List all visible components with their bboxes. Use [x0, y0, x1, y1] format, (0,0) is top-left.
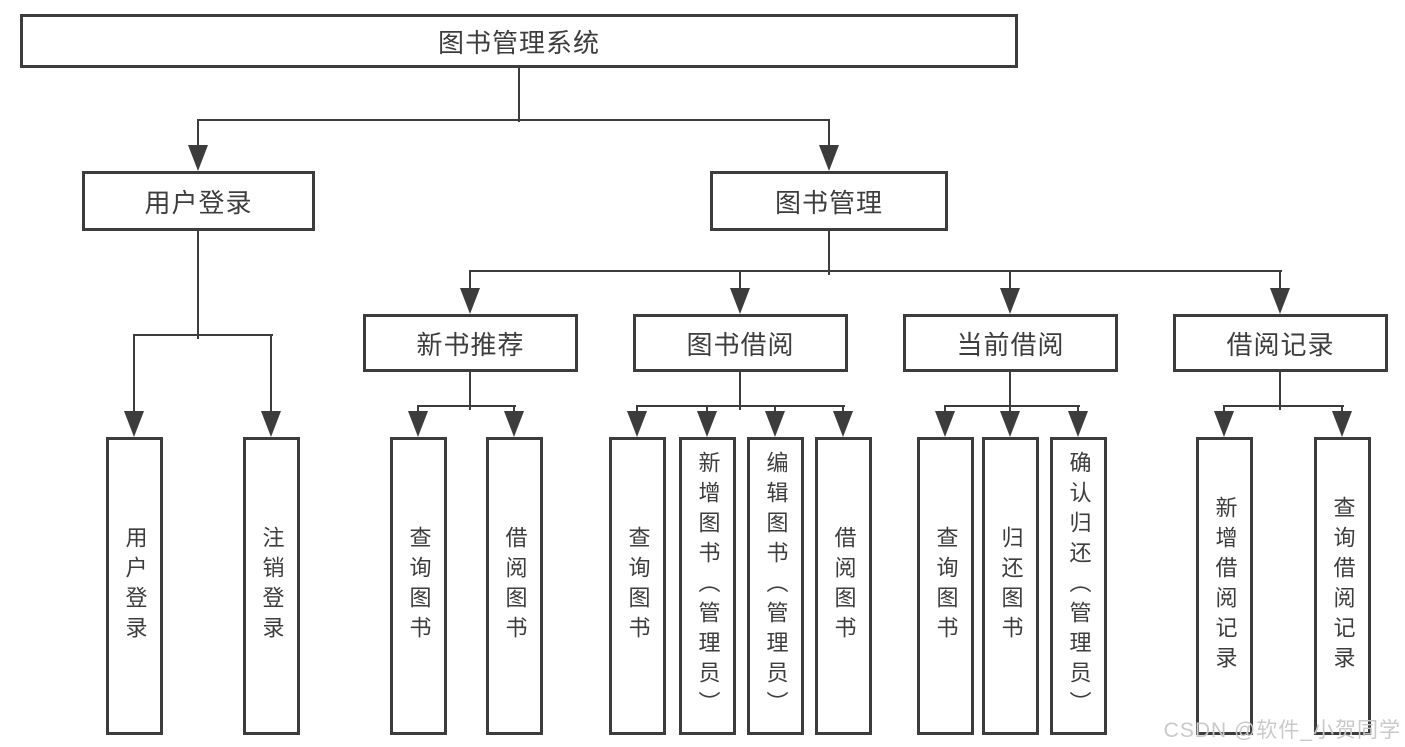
node-leaf-query-books-1: 查询图书 [390, 437, 447, 735]
node-leaf-query-borrow-record: 查询借阅记录 [1314, 437, 1371, 735]
arrowhead-down-icon-cur-leaf-3 [1068, 411, 1088, 437]
node-label: 借阅图书 [831, 526, 857, 646]
node-label: 查询图书 [933, 526, 959, 646]
node-book-management: 图书管理 [710, 171, 948, 231]
arrowhead-down-icon-borrow [730, 288, 750, 314]
node-new-book-recommend: 新书推荐 [363, 314, 578, 372]
node-label: 编辑图书（管理员） [763, 451, 789, 721]
node-label: 确认归还（管理员） [1066, 451, 1092, 721]
arrowhead-down-icon-bw-leaf-1 [627, 411, 647, 437]
node-root-label: 图书管理系统 [437, 27, 600, 58]
connector-current-stem [1009, 372, 1011, 410]
arrowhead-down-icon-rec-leaf-2 [1332, 411, 1352, 437]
node-borrow-records: 借阅记录 [1173, 314, 1388, 372]
node-leaf-user-login: 用户登录 [106, 437, 163, 735]
watermark-text: CSDN @软件_小贺同学 [1163, 719, 1401, 742]
connector-userlogin-drop-1 [133, 334, 135, 413]
node-leaf-edit-books-admin: 编辑图书（管理员） [747, 437, 804, 735]
connector-newbook-drop-2 [513, 405, 515, 413]
node-label: 新增借阅记录 [1212, 496, 1238, 676]
connector-borrow-bar [636, 405, 845, 407]
node-leaf-logout: 注销登录 [243, 437, 300, 735]
connector-root-stem [518, 68, 520, 122]
connector-userlogin-bar [133, 334, 273, 336]
node-book-management-label: 图书管理 [774, 187, 883, 218]
node-label: 查询图书 [406, 526, 432, 646]
connector-bookmgmt-bar [469, 270, 1282, 272]
node-leaf-query-books-2: 查询图书 [609, 437, 666, 735]
node-book-borrow: 图书借阅 [633, 314, 848, 372]
arrowhead-down-icon-nb-leaf-1 [408, 411, 428, 437]
arrowhead-down-icon-bookmgmt [819, 145, 839, 171]
node-user-login-label: 用户登录 [144, 187, 253, 218]
connector-drop-current [1009, 270, 1011, 290]
node-label: 注销登录 [259, 526, 285, 646]
node-leaf-borrow-books-1: 借阅图书 [486, 437, 543, 735]
node-leaf-add-books-admin: 新增图书（管理员） [679, 437, 736, 735]
connector-bookmgmt-stem [828, 231, 830, 275]
connector-drop-records [1279, 270, 1281, 290]
connector-records-drop-1 [1223, 405, 1225, 413]
arrowhead-down-icon-bw-leaf-3 [765, 411, 785, 437]
node-leaf-borrow-books-2: 借阅图书 [815, 437, 872, 735]
arrowhead-down-icon-leaf-login [124, 411, 144, 437]
connector-records-stem [1279, 372, 1281, 410]
connector-current-drop-3 [1077, 405, 1079, 413]
connector-root-drop-bookmgmt [828, 119, 830, 147]
node-book-borrow-label: 图书借阅 [686, 329, 795, 360]
connector-borrow-drop-4 [842, 405, 844, 413]
node-current-borrow-label: 当前借阅 [956, 329, 1065, 360]
node-label: 查询图书 [625, 526, 651, 646]
arrowhead-down-icon-rec-leaf-1 [1214, 411, 1234, 437]
node-label: 查询借阅记录 [1330, 496, 1356, 676]
node-new-book-recommend-label: 新书推荐 [416, 329, 525, 360]
node-leaf-confirm-return-admin: 确认归还（管理员） [1050, 437, 1107, 735]
arrowhead-down-icon-cur-leaf-1 [935, 411, 955, 437]
arrowhead-down-icon-userlogin [188, 145, 208, 171]
connector-current-drop-2 [1009, 405, 1011, 413]
node-label: 用户登录 [122, 526, 148, 646]
connector-borrow-stem [739, 372, 741, 410]
arrowhead-down-icon-leaf-logout [261, 411, 281, 437]
node-label: 借阅图书 [502, 526, 528, 646]
node-borrow-records-label: 借阅记录 [1226, 329, 1335, 360]
connector-current-bar [944, 405, 1080, 407]
connector-userlogin-drop-2 [270, 334, 272, 413]
connector-newbook-stem [469, 372, 471, 410]
connector-drop-borrow [739, 270, 741, 290]
node-leaf-return-books: 归还图书 [982, 437, 1039, 735]
arrowhead-down-icon-bw-leaf-2 [697, 411, 717, 437]
connector-root-drop-userlogin [197, 119, 199, 147]
connector-root-bar [197, 119, 830, 121]
connector-newbook-drop-1 [417, 405, 419, 413]
arrowhead-down-icon-current [1000, 288, 1020, 314]
connector-records-bar [1223, 405, 1344, 407]
connector-borrow-drop-2 [706, 405, 708, 413]
node-user-login: 用户登录 [82, 171, 315, 231]
node-root: 图书管理系统 [20, 14, 1018, 68]
connector-current-drop-1 [944, 405, 946, 413]
connector-newbook-bar [417, 405, 516, 407]
connector-borrow-drop-3 [774, 405, 776, 413]
arrowhead-down-icon-cur-leaf-2 [1000, 411, 1020, 437]
node-leaf-add-borrow-record: 新增借阅记录 [1196, 437, 1253, 735]
connector-drop-newbook [469, 270, 471, 290]
node-current-borrow: 当前借阅 [903, 314, 1118, 372]
arrowhead-down-icon-bw-leaf-4 [833, 411, 853, 437]
connector-records-drop-2 [1341, 405, 1343, 413]
node-label: 新增图书（管理员） [695, 451, 721, 721]
arrowhead-down-icon-newbook [460, 288, 480, 314]
arrowhead-down-icon-nb-leaf-2 [504, 411, 524, 437]
node-leaf-query-books-3: 查询图书 [917, 437, 974, 735]
arrowhead-down-icon-records [1270, 288, 1290, 314]
connector-userlogin-stem [197, 231, 199, 339]
connector-borrow-drop-1 [636, 405, 638, 413]
node-label: 归还图书 [998, 526, 1024, 646]
